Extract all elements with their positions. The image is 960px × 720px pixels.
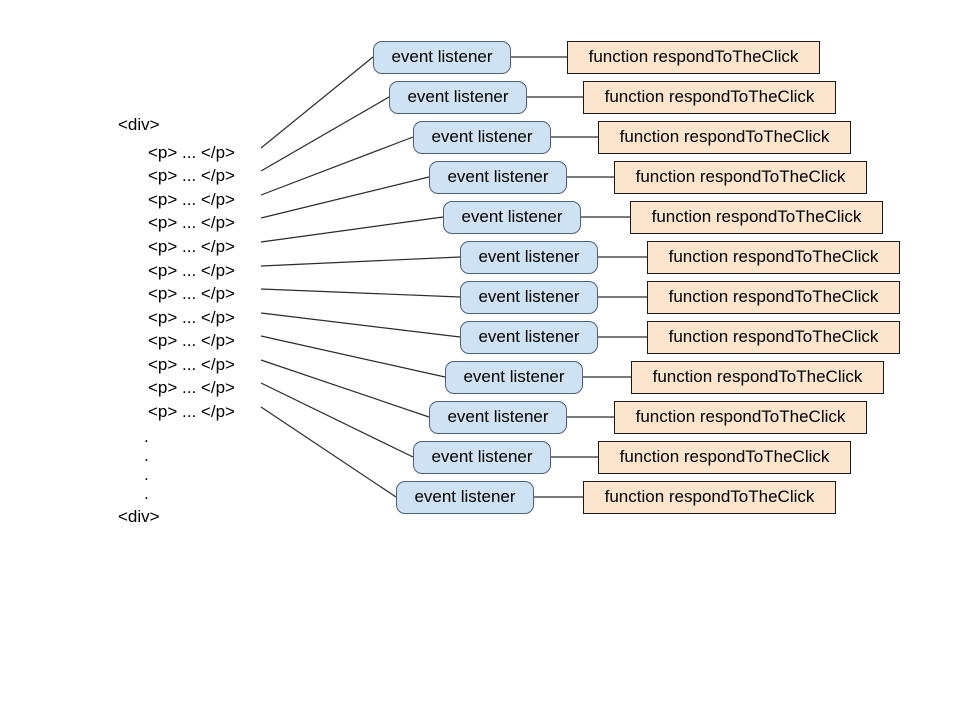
function-handler-box: function respondToTheClick [614,400,867,434]
code-p-line: <p> ... </p> [148,143,235,162]
p-to-listener-line [260,96,390,172]
event-listener-box: event listener [373,40,511,74]
code-p-line: <p> ... </p> [148,402,235,421]
event-listener-box: event listener [389,80,527,114]
p-to-listener-line [260,406,397,498]
function-handler-box: function respondToTheClick [598,120,851,154]
event-listener-box: event listener [460,240,598,274]
p-to-listener-line [260,136,414,196]
function-handler-box: function respondToTheClick [598,440,851,474]
function-handler-box: function respondToTheClick [647,320,900,354]
function-handler-box: function respondToTheClick [614,160,867,194]
function-handler-box: function respondToTheClick [630,200,883,234]
function-handler-box: function respondToTheClick [631,360,884,394]
code-p-line: <p> ... </p> [148,166,235,185]
p-to-listener-line [260,382,414,458]
code-p-line: <p> ... </p> [148,355,235,374]
event-listener-box: event listener [429,160,567,194]
event-listener-box: event listener [429,400,567,434]
code-p-line: <p> ... </p> [148,213,235,232]
p-to-listener-line [260,56,374,149]
event-listener-box: event listener [413,120,551,154]
p-to-listener-line [260,256,461,267]
event-listener-box: event listener [445,360,583,394]
event-listener-box: event listener [460,280,598,314]
code-p-line: <p> ... </p> [148,331,235,350]
code-ellipsis-dot: . [144,427,149,446]
event-listener-box: event listener [413,440,551,474]
code-p-line: <p> ... </p> [148,237,235,256]
code-p-line: <p> ... </p> [148,190,235,209]
p-to-listener-line [260,312,461,338]
function-handler-box: function respondToTheClick [647,280,900,314]
code-open-div-tag: <div> [118,115,160,134]
code-ellipsis-dot: . [144,465,149,484]
code-ellipsis-dot: . [144,484,149,503]
p-to-listener-line [260,216,444,243]
function-handler-box: function respondToTheClick [583,80,836,114]
code-p-line: <p> ... </p> [148,284,235,303]
code-p-line: <p> ... </p> [148,378,235,397]
function-handler-box: function respondToTheClick [567,40,820,74]
event-listener-box: event listener [443,200,581,234]
event-listener-box: event listener [396,480,534,514]
code-close-div-tag: <div> [118,507,160,526]
code-p-line: <p> ... </p> [148,261,235,280]
p-to-listener-line [260,359,430,418]
code-ellipsis-dot: . [144,446,149,465]
p-to-listener-line [260,288,461,298]
code-p-line: <p> ... </p> [148,308,235,327]
function-handler-box: function respondToTheClick [583,480,836,514]
p-to-listener-line [260,176,430,219]
function-handler-box: function respondToTheClick [647,240,900,274]
p-to-listener-line [260,335,446,378]
event-listener-box: event listener [460,320,598,354]
